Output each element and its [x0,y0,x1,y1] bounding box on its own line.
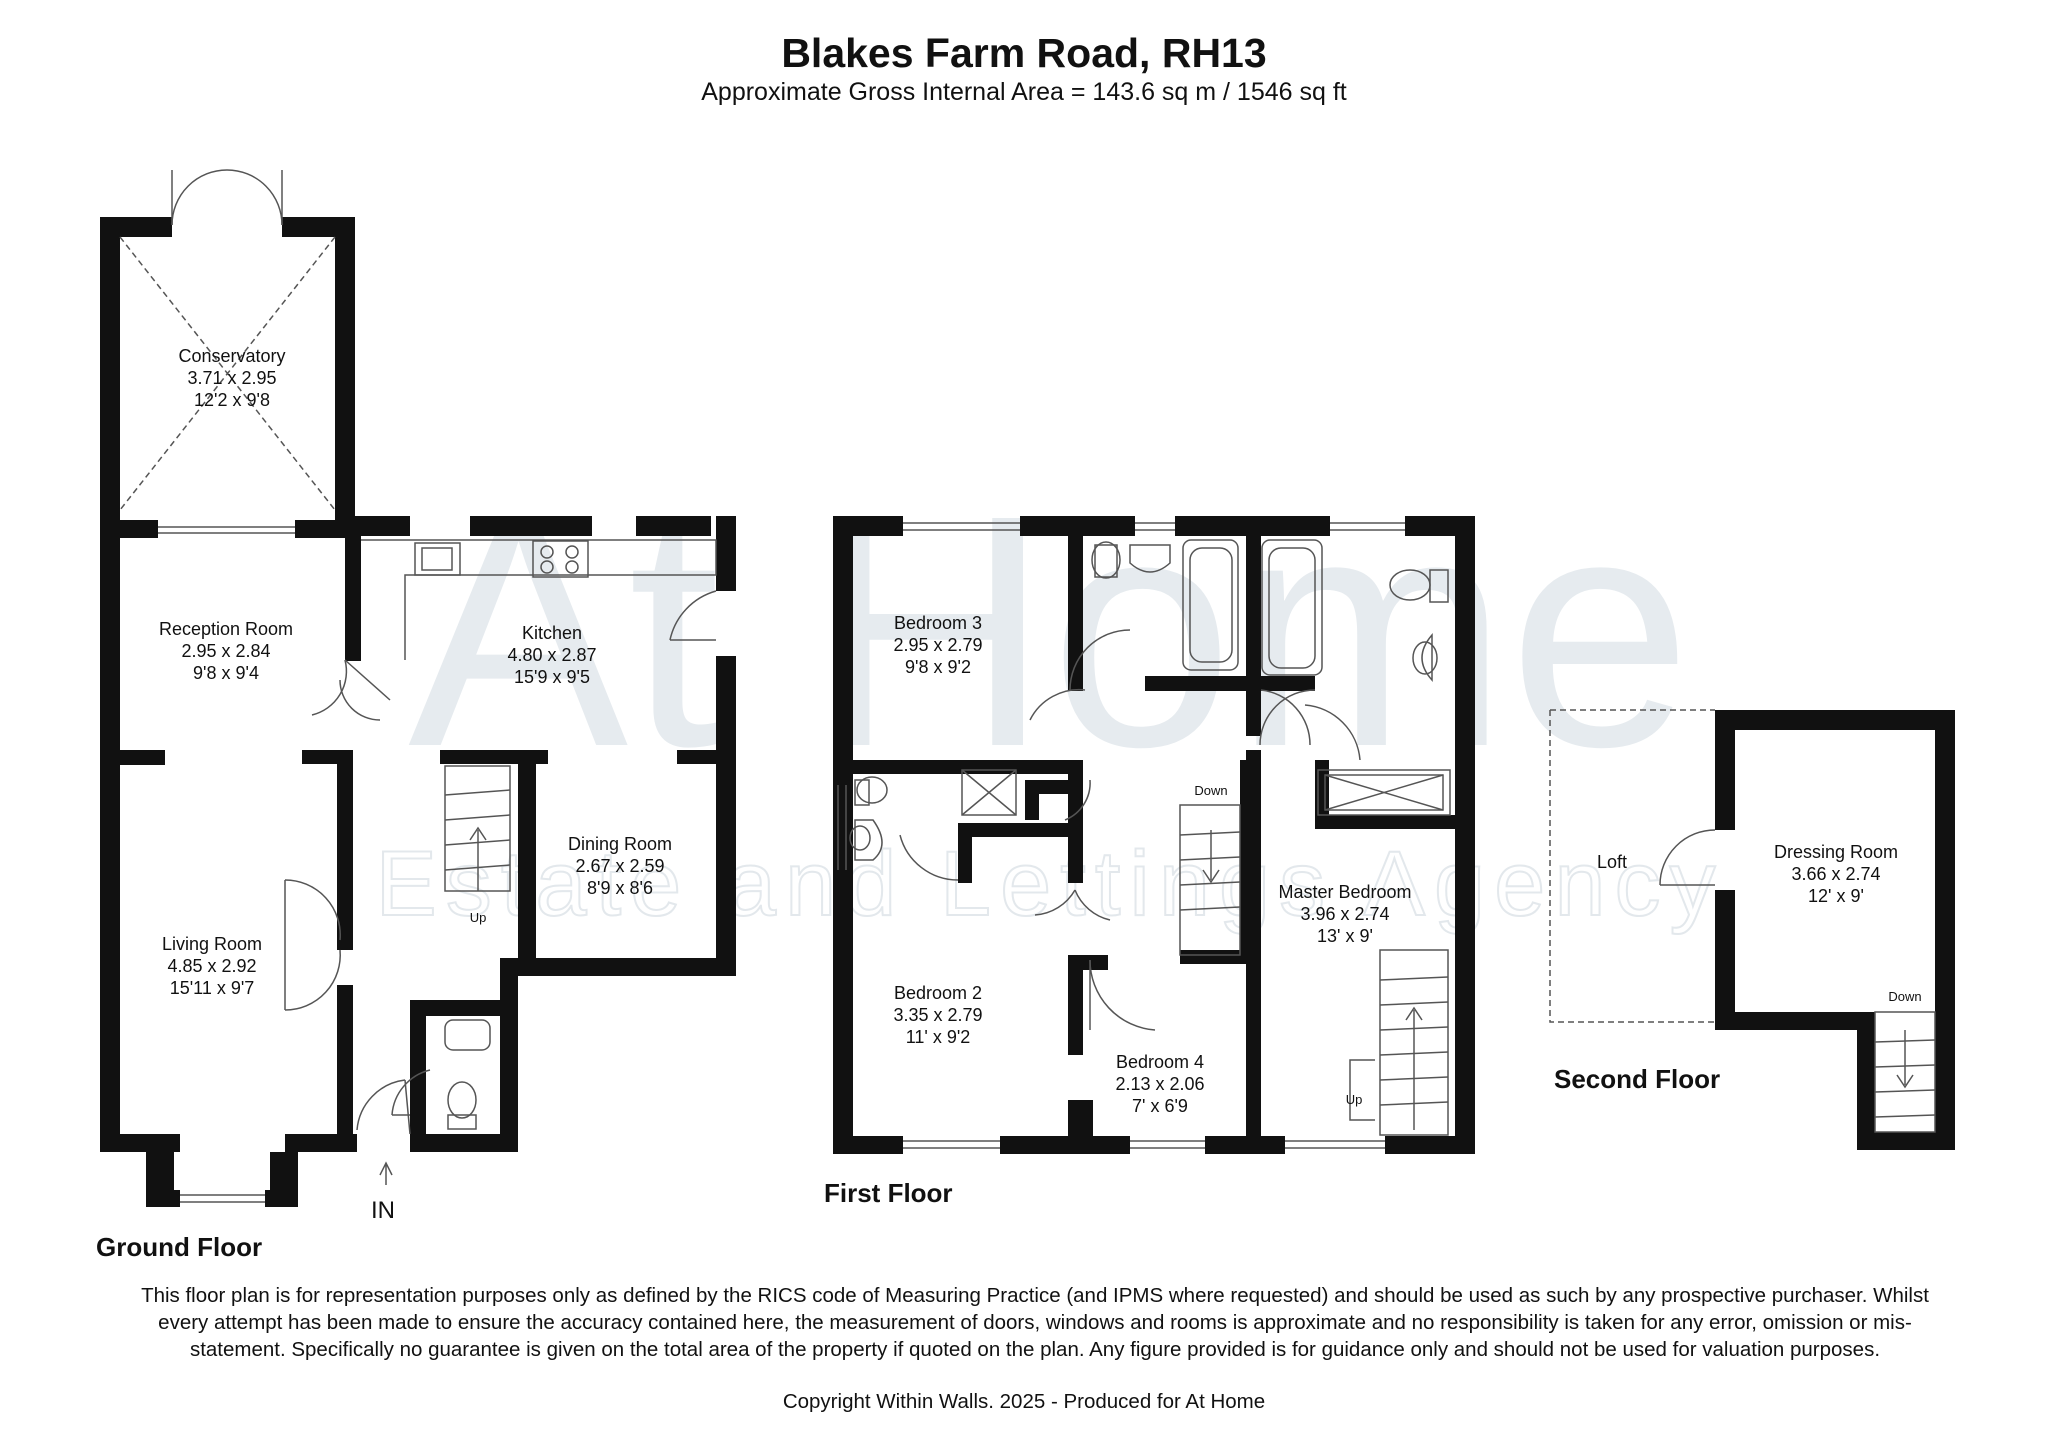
second-floor-labels: Loft Dressing Room 3.66 x 2.74 12' x 9' … [1597,842,1922,1004]
gross-area-subtitle: Approximate Gross Internal Area = 143.6 … [701,78,1347,106]
dining-name: Dining Room [568,834,672,854]
plan-title: Blakes Farm Road, RH13 [781,30,1267,76]
watermark: At Home Estate and Lettings Agency [374,446,1724,936]
conservatory-metric: 3.71 x 2.95 [187,368,276,388]
reception-metric: 2.95 x 2.84 [181,641,270,661]
dressing-room-name: Dressing Room [1774,842,1898,862]
bedroom4-imperial: 7' x 6'9 [1132,1096,1188,1116]
master-bedroom-metric: 3.96 x 2.74 [1300,904,1389,924]
second-floor-walls [1715,710,1955,1150]
kitchen-name: Kitchen [522,623,582,643]
dining-metric: 2.67 x 2.59 [575,856,664,876]
bedroom4-metric: 2.13 x 2.06 [1115,1074,1204,1094]
first-floor-fixtures [837,522,1451,1149]
dressing-room-metric: 3.66 x 2.74 [1791,864,1880,884]
disclaimer-text: This floor plan is for representation pu… [141,1284,1929,1361]
first-stairs-up-label: Up [1346,1092,1363,1107]
bedroom2-imperial: 11' x 9'2 [906,1027,971,1047]
second-stairs-down-label: Down [1888,989,1921,1004]
reception-imperial: 9'8 x 9'4 [193,663,259,683]
ground-floor-walls [100,217,736,1207]
living-metric: 4.85 x 2.92 [167,956,256,976]
dressing-room-imperial: 12' x 9' [1808,886,1864,906]
ground-floor-fixtures [119,169,717,1203]
bedroom3-name: Bedroom 3 [894,613,982,633]
conservatory-name: Conservatory [178,346,285,366]
bedroom2-name: Bedroom 2 [894,983,982,1003]
first-stairs-down-label: Down [1194,783,1227,798]
bedroom3-metric: 2.95 x 2.79 [893,635,982,655]
living-name: Living Room [162,934,262,954]
second-floor-fixtures [1549,709,1936,1133]
entrance-label: IN [371,1197,395,1224]
copyright-text: Copyright Within Walls. 2025 - Produced … [782,1390,1266,1413]
bedroom4-name: Bedroom 4 [1116,1052,1204,1072]
watermark-brand: At Home [408,446,1692,815]
watermark-tagline: Estate and Lettings Agency [375,833,1724,935]
ground-stairs-up-label: Up [470,910,487,925]
ground-floor-labels: Conservatory 3.71 x 2.95 12'2 x 9'8 Rece… [159,346,672,1224]
conservatory-imperial: 12'2 x 9'8 [194,390,270,410]
master-bedroom-imperial: 13' x 9' [1317,926,1373,946]
first-floor-walls [833,516,1475,1154]
bedroom2-metric: 3.35 x 2.79 [893,1005,982,1025]
ground-floor-label: Ground Floor [96,1232,263,1262]
dining-imperial: 8'9 x 8'6 [587,878,653,898]
first-floor-label: First Floor [824,1178,953,1208]
kitchen-metric: 4.80 x 2.87 [507,645,596,665]
second-floor-label: Second Floor [1554,1064,1721,1094]
living-imperial: 15'11 x 9'7 [170,978,255,998]
first-floor-labels: Bedroom 3 2.95 x 2.79 9'8 x 9'2 Bedroom … [893,613,1411,1116]
kitchen-imperial: 15'9 x 9'5 [514,667,590,687]
master-bedroom-name: Master Bedroom [1278,882,1411,902]
bedroom3-imperial: 9'8 x 9'2 [905,657,971,677]
reception-name: Reception Room [159,619,293,639]
loft-name: Loft [1597,852,1627,872]
